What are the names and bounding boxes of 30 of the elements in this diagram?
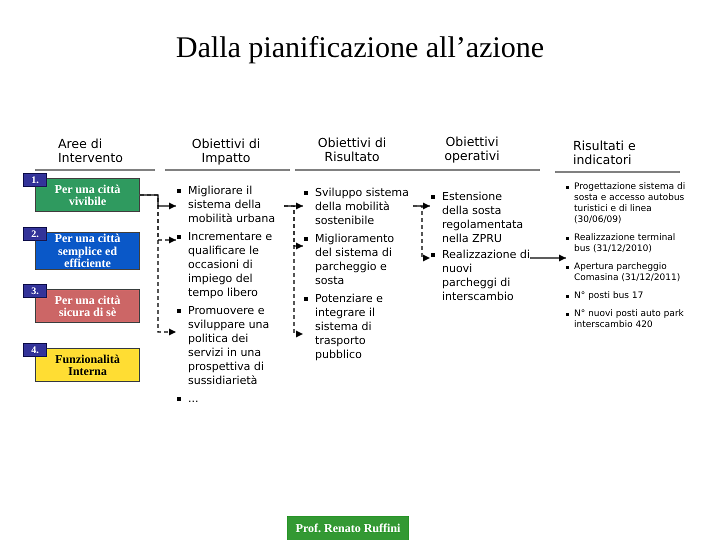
bullet-item: Miglioramento del sistema di parcheggio e sosta — [303, 232, 413, 288]
number-badge: 1. — [23, 173, 47, 187]
arrow — [413, 205, 430, 262]
bullet-item: Progettazione sistema di sosta e accesso autobus turistici e di linea (30/06/09) — [566, 182, 692, 226]
column-heading: Risultati e indicatori — [573, 139, 637, 167]
arrow — [140, 194, 176, 336]
bullet-item: Estensione della sosta regolamentata nella ZPRU — [430, 190, 530, 246]
column-heading: Obiettivi di Impatto — [191, 137, 261, 165]
column-heading: Obiettivi di Risultato — [317, 136, 387, 164]
number-badge: 2. — [23, 227, 47, 241]
bullet-item: Realizzazione di nuovi parcheggi di interscambio — [430, 248, 530, 304]
bullet-item: Potenziare e integrare il sistema di trasporto pubblico — [303, 292, 413, 362]
title: Dalla pianificazione all’azione — [176, 30, 544, 66]
bullet-item: Apertura parcheggio Comasina (31/12/2011) — [566, 262, 692, 284]
column-heading: Obiettivi operativi — [444, 135, 500, 163]
bullet-item: ... — [176, 392, 284, 406]
column-heading: Aree di Intervento — [58, 137, 124, 165]
number-badge: 3. — [23, 284, 47, 298]
bullet-item: Sviluppo sistema della mobilità sostenibile — [303, 186, 413, 228]
category-box: Per una città vivibile — [35, 178, 140, 212]
bullet-item: Promuovere e sviluppare una politica dei servizi in una prospettiva di sussidiarietà — [176, 304, 284, 388]
arrow — [284, 205, 303, 338]
bullet-item: Incrementare e qualificare le occasioni di impiego del tempo libero — [176, 230, 284, 300]
bullet-item: N° nuovi posti auto park interscambio 420 — [566, 309, 692, 331]
bullet-item: Migliorare il sistema della mobilità urbana — [176, 184, 284, 226]
bullet-item: Realizzazione terminal bus (31/12/2010) — [566, 233, 692, 255]
number-badge: 4. — [23, 343, 47, 357]
footer-banner: Prof. Renato Ruffini — [287, 516, 409, 540]
arrow — [530, 254, 566, 262]
bullet-item: N° posti bus 17 — [566, 291, 692, 302]
